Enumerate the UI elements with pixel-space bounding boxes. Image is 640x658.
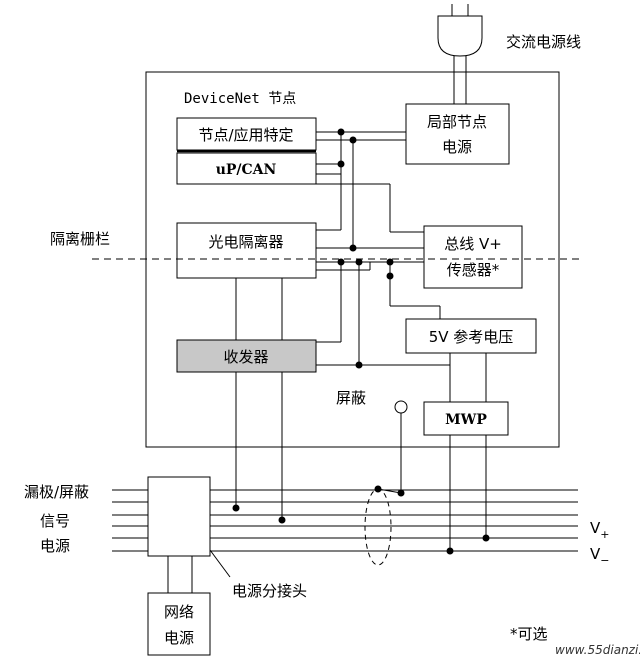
up-can-block	[176, 152, 317, 185]
shield-label: 屏蔽	[336, 389, 366, 407]
power-label: 电源	[40, 537, 70, 555]
drain-shield-label: 漏极/屏蔽	[24, 483, 89, 501]
power-tap-leader	[209, 549, 231, 578]
optoisolator-label: 光电隔离器	[208, 233, 283, 251]
transceiver-label: 收发器	[223, 348, 268, 366]
shield-terminal-icon	[394, 400, 408, 414]
node-title: DeviceNet 节点	[184, 91, 296, 107]
bus-sensor-block	[423, 225, 523, 289]
ac-plug-icon	[437, 4, 483, 104]
bus-sensor-label-1: 总线 V+	[444, 235, 502, 253]
internal-wiring	[235, 131, 487, 551]
v-plus-label: V+	[590, 519, 609, 541]
local-power-block	[405, 103, 510, 165]
local-power-label-2: 电源	[442, 138, 472, 156]
ref-5v-label: 5V 参考电压	[429, 328, 514, 346]
up-can-label: uP/CAN	[216, 162, 277, 178]
network-power-label-1: 网络	[164, 603, 194, 621]
mwp-block	[423, 401, 509, 436]
ref-5v-block	[405, 318, 537, 354]
bus-sensor-label-2: 传感器*	[447, 261, 500, 279]
optoisolator-block	[176, 222, 317, 279]
v-minus-label: V−	[590, 545, 609, 567]
transceiver-block	[176, 339, 317, 373]
network-power-label-2: 电源	[164, 629, 194, 647]
optional-note: *可选	[510, 625, 548, 643]
cable-shield-ellipse	[364, 488, 392, 566]
watermark: www.55dianzi.com	[555, 643, 640, 657]
signal-label: 信号	[40, 512, 70, 530]
network-power-block	[147, 592, 211, 656]
mwp-label: MWP	[445, 412, 487, 428]
node-app-label: 节点/应用特定	[198, 126, 293, 144]
isolation-barrier-label: 隔离栅栏	[50, 230, 110, 248]
ac-power-line-label: 交流电源线	[506, 33, 581, 51]
local-power-label-1: 局部节点	[427, 113, 487, 131]
power-tap-block	[147, 476, 211, 557]
power-tap-label: 电源分接头	[232, 582, 307, 600]
